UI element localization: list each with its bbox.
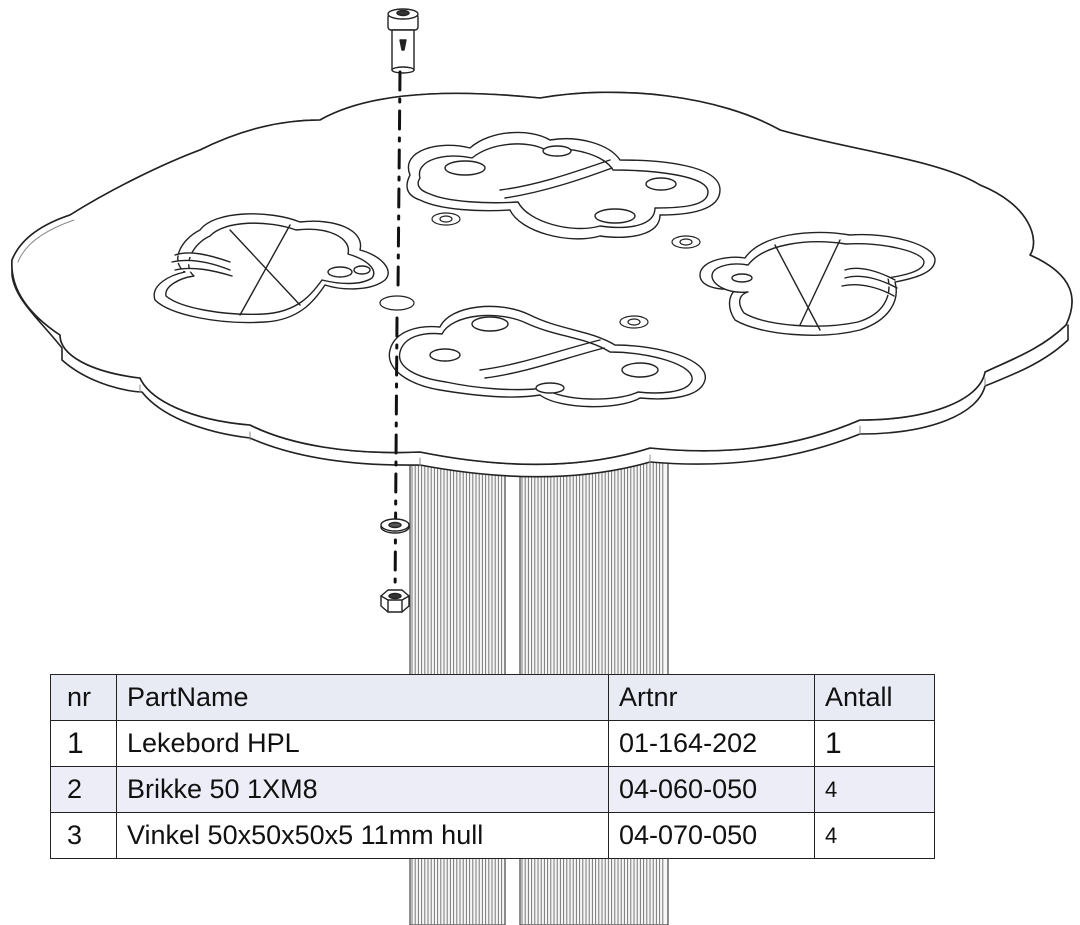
table-top-face xyxy=(11,91,1073,466)
header-artnr: Artnr xyxy=(608,674,815,721)
cell-partname: Vinkel 50x50x50x5 11mm hull xyxy=(116,812,609,859)
table-top xyxy=(11,91,1073,478)
table-header-row: nr PartName Artnr Antall xyxy=(50,674,935,721)
cell-nr: 3 xyxy=(50,812,117,859)
cell-antall: 4 xyxy=(814,812,935,859)
bolt-holes xyxy=(379,212,701,329)
cell-nr: 1 xyxy=(50,720,117,767)
butterfly-engraving-top xyxy=(406,131,721,240)
parts-list-table: nr PartName Artnr Antall 1 Lekebord HPL … xyxy=(50,674,935,859)
butterfly-engraving-left xyxy=(153,213,389,324)
cell-artnr: 01-164-202 xyxy=(608,720,815,767)
table-row: 1 Lekebord HPL 01-164-202 1 xyxy=(50,720,935,767)
butterfly-engraving-bottom xyxy=(388,305,706,408)
table-row: 3 Vinkel 50x50x50x5 11mm hull 04-070-050… xyxy=(50,812,935,859)
assembly-centerline xyxy=(393,70,402,602)
washer xyxy=(380,518,410,534)
screw xyxy=(387,8,419,74)
cell-nr: 2 xyxy=(50,766,117,813)
cell-artnr: 04-070-050 xyxy=(608,812,815,859)
cell-antall: 1 xyxy=(814,720,935,767)
butterfly-engraving-right xyxy=(699,231,936,336)
nut xyxy=(380,589,410,613)
cell-antall: 4 xyxy=(814,766,935,813)
cell-partname: Brikke 50 1XM8 xyxy=(116,766,609,813)
header-partname: PartName xyxy=(116,674,609,721)
header-nr: nr xyxy=(50,674,117,721)
header-antall: Antall xyxy=(814,674,935,721)
cell-partname: Lekebord HPL xyxy=(116,720,609,767)
cell-artnr: 04-060-050 xyxy=(608,766,815,813)
table-row: 2 Brikke 50 1XM8 04-060-050 4 xyxy=(50,766,935,813)
